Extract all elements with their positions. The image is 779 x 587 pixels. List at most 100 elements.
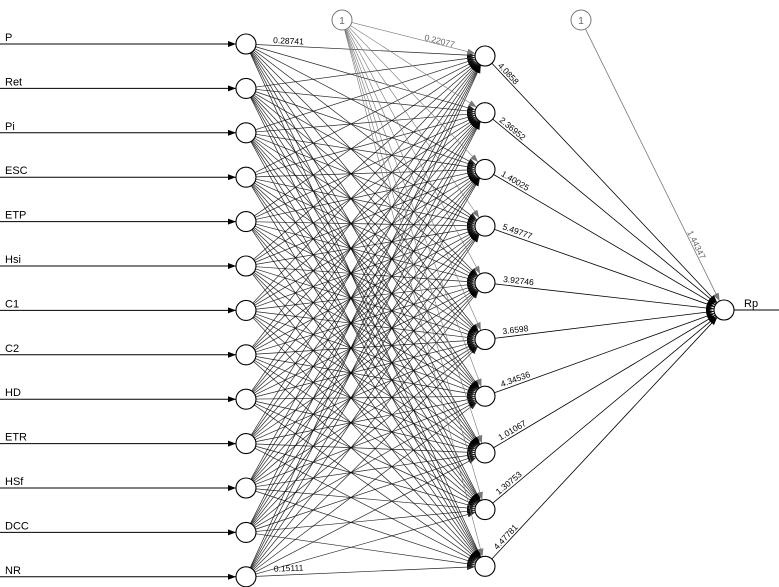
input-label-p: P (5, 32, 12, 44)
edge-h5-to-output (494, 283, 715, 311)
edge-hd-to-h1 (251, 64, 480, 392)
edge-bias-to-output (585, 28, 720, 302)
hidden-node-3 (474, 158, 496, 180)
input-node-esc (235, 166, 257, 188)
input-node-p (235, 33, 257, 55)
edge-ret-to-h4 (254, 93, 477, 222)
input-node-hd (235, 388, 257, 410)
edge-c2-to-h6 (255, 337, 476, 355)
hidden-node-6 (474, 328, 496, 351)
input-label-ret: Ret (5, 76, 22, 88)
input-label-c1: C1 (5, 298, 19, 310)
edge-c2-to-h2 (252, 119, 479, 348)
input-node-ret (235, 77, 257, 99)
bias-node-output (570, 9, 592, 31)
edge-etp-to-h6 (254, 225, 477, 336)
edge-esc-to-h2 (255, 114, 476, 175)
edge-esc-to-h5 (255, 180, 476, 280)
edge-pi-to-h8 (251, 140, 480, 446)
weight-label-h10-output: 4.47781 (491, 522, 519, 551)
edge-nr-to-h4 (251, 234, 480, 569)
input-node-pi (235, 122, 257, 144)
edge-esc-to-h6 (254, 182, 477, 335)
edge-c2-to-h5 (255, 285, 476, 353)
edge-etp-to-h8 (252, 228, 479, 447)
bias-node-output-label: 1 (578, 16, 584, 27)
edge-p-to-h8 (250, 52, 481, 445)
edge-etr-to-h1 (250, 64, 481, 436)
edge-etp-to-h7 (253, 227, 478, 391)
edge-c1-to-h7 (255, 313, 476, 394)
hidden-node-2 (474, 102, 496, 124)
hidden-node-7 (474, 385, 496, 407)
edge-hsi-to-h3 (255, 172, 476, 263)
edge-nr-to-h10 (255, 564, 476, 577)
hidden-node-1 (474, 45, 496, 67)
edge-ret-to-h9 (250, 96, 481, 502)
edge-c2-to-h10 (253, 361, 478, 560)
edge-hd-to-h2 (252, 120, 479, 392)
edge-dcc-to-h2 (250, 121, 481, 524)
edge-dcc-to-h9 (255, 508, 476, 532)
edge-dcc-to-h10 (255, 533, 476, 567)
edge-dcc-to-h7 (254, 400, 477, 528)
edge-h9-to-output (492, 316, 717, 504)
hidden-node-9 (474, 499, 496, 521)
edge-etr-to-h3 (252, 176, 479, 437)
edge-c2-to-h1 (251, 63, 480, 348)
edge-etr-to-h6 (255, 343, 476, 440)
edge-bias-to-h10 (344, 29, 484, 557)
edge-hsi-to-h10 (251, 273, 480, 559)
hidden-node-5 (474, 272, 496, 294)
edge-pi-to-h9 (251, 141, 480, 502)
edge-dcc-to-h8 (255, 455, 476, 530)
edge-hsf-to-h10 (255, 490, 476, 564)
edge-nr-to-h5 (252, 290, 479, 570)
edge-hsf-to-h5 (253, 289, 478, 482)
edge-esc-to-h10 (250, 185, 481, 558)
edge-nr-to-h6 (252, 346, 479, 571)
edge-etr-to-h5 (254, 288, 477, 439)
edge-hd-to-h9 (254, 403, 477, 506)
input-node-etp (235, 211, 257, 233)
edge-etr-to-h8 (255, 443, 476, 456)
edge-etr-to-h4 (253, 232, 478, 438)
edge-etp-to-h3 (255, 170, 476, 220)
input-label-hsf: HSf (5, 476, 24, 488)
edge-nr-to-h2 (250, 121, 481, 569)
edge-bias-to-h5 (346, 28, 481, 275)
edge-hsi-to-h8 (253, 271, 478, 448)
edge-etr-to-h7 (255, 396, 476, 442)
edge-esc-to-h4 (255, 178, 476, 226)
edge-nr-to-h9 (255, 511, 476, 575)
edge-etp-to-h2 (254, 116, 477, 218)
edge-c1-to-h9 (253, 316, 478, 504)
weight-label-h6-output: 3.6598 (502, 323, 529, 336)
edge-bias-to-h8 (344, 29, 483, 444)
edge-hd-to-h8 (255, 401, 476, 452)
edge-c1-to-h6 (255, 311, 476, 341)
edge-p-to-h7 (251, 52, 480, 389)
input-node-c2 (235, 344, 257, 366)
edge-hd-to-h7 (255, 393, 476, 400)
edge-c2-to-h3 (253, 175, 478, 349)
edge-hsf-to-h6 (254, 344, 477, 484)
edge-hd-to-h10 (253, 404, 478, 561)
edge-hd-to-h5 (254, 286, 477, 396)
edge-nr-to-h8 (254, 457, 477, 573)
input-node-hsf (235, 477, 257, 499)
edge-p-to-h9 (250, 52, 481, 501)
edge-etr-to-h2 (251, 120, 480, 436)
input-label-hsi: Hsi (5, 254, 21, 266)
edge-pi-to-h6 (253, 139, 478, 334)
input-label-pi: Pi (5, 121, 15, 133)
edge-etp-to-h9 (252, 229, 479, 503)
input-label-etp: ETP (5, 210, 26, 222)
edge-hsf-to-h1 (250, 64, 481, 480)
edge-bias-to-h9 (344, 29, 483, 501)
edge-hsf-to-h9 (255, 488, 476, 511)
edge-p-to-h6 (252, 51, 479, 332)
edge-nr-to-h1 (249, 64, 482, 568)
edge-esc-to-h8 (252, 184, 479, 446)
